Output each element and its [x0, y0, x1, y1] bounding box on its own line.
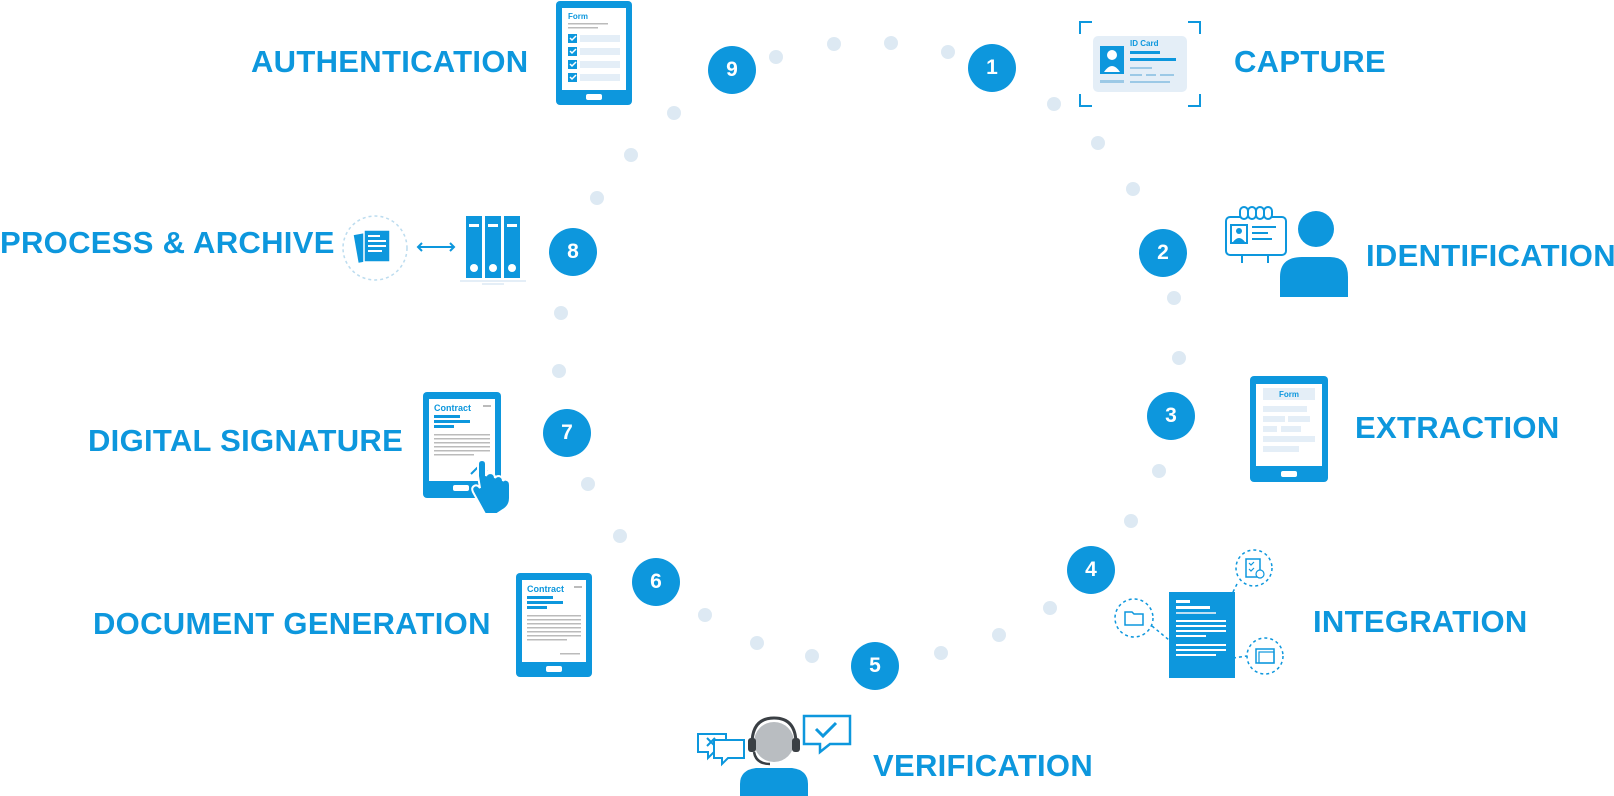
- person-id-badge-icon: [1222, 205, 1348, 297]
- contract-caption-2: Contract: [434, 403, 471, 413]
- connector-dot: [992, 628, 1006, 642]
- form-caption: Form: [1279, 390, 1299, 399]
- form-caption-2: Form: [568, 12, 588, 21]
- agent-headset-chat-icon: [694, 714, 854, 796]
- tablet-checklist-icon: Form: [556, 1, 632, 105]
- connector-dot: [624, 148, 638, 162]
- connector-dot: [1043, 601, 1057, 615]
- connector-dot: [1047, 97, 1061, 111]
- binders-archive-icon: [342, 214, 534, 292]
- connector-dot: [827, 37, 841, 51]
- connector-dot: [1167, 291, 1181, 305]
- id-card-caption: ID Card: [1130, 39, 1159, 48]
- tablet-form-icon: Form: [1250, 376, 1328, 482]
- step-badge-1: 1: [968, 44, 1016, 92]
- document-integration-icon: [1114, 548, 1288, 680]
- step-badge-8: 8: [549, 228, 597, 276]
- tablet-contract-sign-icon: Contract: [423, 392, 511, 516]
- connector-dot: [698, 608, 712, 622]
- step-badge-5: 5: [851, 642, 899, 690]
- step-badge-4: 4: [1067, 546, 1115, 594]
- id-card-scan-icon: ID Card: [1078, 20, 1202, 108]
- step-label-verification: VERIFICATION: [873, 748, 1094, 783]
- connector-dot: [941, 45, 955, 59]
- connector-dot: [590, 191, 604, 205]
- step-badge-7: 7: [543, 409, 591, 457]
- connector-dot: [1124, 514, 1138, 528]
- step-badge-3: 3: [1147, 392, 1195, 440]
- step-label-document-generation: DOCUMENT GENERATION: [93, 606, 491, 641]
- connector-dot: [934, 646, 948, 660]
- contract-caption: Contract: [527, 584, 564, 594]
- connector-dot: [552, 364, 566, 378]
- connector-dot: [613, 529, 627, 543]
- connector-dot: [1091, 136, 1105, 150]
- step-label-extraction: EXTRACTION: [1355, 410, 1560, 445]
- tablet-contract-icon: Contract: [516, 573, 592, 677]
- step-badge-6: 6: [632, 558, 680, 606]
- step-badge-2: 2: [1139, 229, 1187, 277]
- connector-dot: [769, 50, 783, 64]
- connector-dot: [1152, 464, 1166, 478]
- step-label-identification: IDENTIFICATION: [1366, 238, 1614, 273]
- connector-dot: [750, 636, 764, 650]
- step-label-capture: CAPTURE: [1234, 44, 1386, 79]
- connector-dot: [581, 477, 595, 491]
- connector-dot: [667, 106, 681, 120]
- connector-dot: [554, 306, 568, 320]
- step-label-process-archive: PROCESS & ARCHIVE: [0, 225, 335, 260]
- connector-dot: [1172, 351, 1186, 365]
- connector-dot: [1126, 182, 1140, 196]
- step-label-authentication: AUTHENTICATION: [251, 44, 529, 79]
- step-label-integration: INTEGRATION: [1313, 604, 1528, 639]
- step-badge-9: 9: [708, 46, 756, 94]
- connector-dot: [884, 36, 898, 50]
- step-label-digital-signature: DIGITAL SIGNATURE: [88, 423, 404, 458]
- connector-dot: [805, 649, 819, 663]
